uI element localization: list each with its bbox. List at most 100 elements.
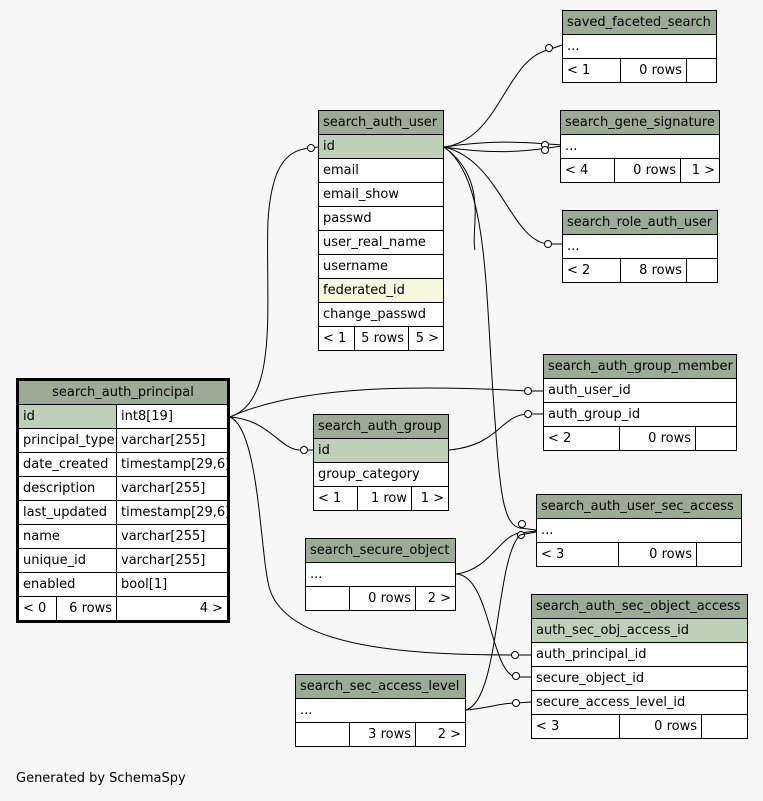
parent-count[interactable]: < 3: [532, 715, 620, 738]
table-footer: < 2 8 rows: [563, 259, 717, 282]
parent-count[interactable]: < 2: [563, 259, 621, 282]
column-name: ...: [541, 523, 554, 538]
column-type: varchar[255]: [121, 553, 206, 568]
parent-count[interactable]: < 0: [19, 597, 57, 620]
table-search-sec-access-level[interactable]: search_sec_access_level ... 3 rows 2 >: [295, 674, 466, 747]
parent-count[interactable]: < 1: [563, 59, 621, 82]
table-header[interactable]: search_auth_group: [314, 415, 448, 439]
edge-secure-object-sec-object-access: [455, 573, 531, 678]
table-header[interactable]: search_role_auth_user: [563, 211, 717, 235]
child-count[interactable]: 1 >: [691, 163, 715, 178]
child-count[interactable]: 2 >: [427, 591, 451, 606]
table-row: ...: [561, 135, 719, 159]
child-count[interactable]: [696, 427, 736, 450]
child-count[interactable]: 4 >: [199, 601, 223, 616]
table-row: date_created timestamp[29,6]: [19, 453, 227, 477]
table-header[interactable]: search_secure_object: [306, 539, 455, 563]
child-count[interactable]: [697, 543, 741, 566]
row-count: 5 rows: [355, 327, 409, 350]
column-name: auth_group_id: [548, 407, 641, 422]
edge-end-marker: [511, 651, 519, 659]
table-row: ...: [563, 35, 716, 59]
table-row: principal_type varchar[255]: [19, 429, 227, 453]
parent-count[interactable]: [296, 723, 350, 746]
table-row: ...: [306, 563, 455, 587]
table-header[interactable]: search_gene_signature: [561, 111, 719, 135]
edge-principal-sec-object-access: [229, 416, 531, 656]
column-type: int8[19]: [121, 409, 173, 424]
column-name: ...: [310, 567, 323, 582]
table-row: username: [319, 255, 443, 279]
table-row: id: [319, 135, 443, 159]
edge-end-marker: [512, 699, 520, 707]
column-name: auth_principal_id: [536, 647, 647, 662]
table-row: id: [314, 439, 448, 463]
table-search-gene-signature[interactable]: search_gene_signature ... < 4 0 rows 1 >: [560, 110, 720, 183]
parent-count[interactable]: < 4: [561, 159, 615, 182]
column-name: ...: [567, 239, 580, 254]
child-count[interactable]: 5 >: [415, 331, 439, 346]
child-count[interactable]: [702, 715, 747, 738]
row-count: 8 rows: [621, 259, 687, 282]
table-header[interactable]: saved_faceted_search: [563, 11, 716, 35]
column-type: bool[1]: [121, 577, 168, 592]
column-name: unique_id: [19, 549, 117, 572]
column-type: varchar[255]: [121, 433, 206, 448]
column-name: federated_id: [323, 283, 405, 298]
table-header[interactable]: search_auth_user: [319, 111, 443, 135]
table-row: auth_user_id: [544, 379, 736, 403]
table-row: email_show: [319, 183, 443, 207]
column-name: id: [318, 443, 330, 458]
table-header[interactable]: search_auth_user_sec_access: [537, 495, 741, 519]
table-saved-faceted-search[interactable]: saved_faceted_search ... < 1 0 rows: [562, 10, 717, 83]
table-search-secure-object[interactable]: search_secure_object ... 0 rows 2 >: [305, 538, 456, 611]
column-type: timestamp[29,6]: [121, 505, 227, 520]
child-count[interactable]: 2 >: [437, 727, 461, 742]
edge-principal-group-member: [229, 387, 543, 418]
column-name: email_show: [323, 187, 399, 202]
table-search-auth-principal[interactable]: search_auth_principal id int8[19] princi…: [16, 378, 230, 623]
child-count[interactable]: [687, 259, 717, 282]
row-count: 0 rows: [621, 59, 687, 82]
column-name: id: [323, 139, 335, 154]
table-search-auth-group-member[interactable]: search_auth_group_member auth_user_id au…: [543, 354, 737, 451]
parent-count[interactable]: < 1: [314, 487, 358, 510]
row-count: 0 rows: [619, 543, 697, 566]
edge-user-saved-search: [443, 44, 563, 148]
table-footer: < 1 0 rows: [563, 59, 716, 82]
column-type: varchar[255]: [121, 481, 206, 496]
table-row: ...: [563, 235, 717, 259]
edge-end-marker: [524, 410, 532, 418]
edge-end-marker: [545, 44, 553, 52]
table-search-auth-group[interactable]: search_auth_group id group_category < 1 …: [313, 414, 449, 511]
table-header[interactable]: search_auth_sec_object_access: [532, 595, 747, 619]
table-row: auth_principal_id: [532, 643, 747, 667]
table-row: federated_id: [319, 279, 443, 303]
edge-group-group-member: [448, 413, 543, 451]
table-footer: 0 rows 2 >: [306, 587, 455, 610]
edge-principal-user: [229, 146, 319, 418]
table-search-role-auth-user[interactable]: search_role_auth_user ... < 2 8 rows: [562, 210, 718, 283]
column-name: name: [19, 525, 117, 548]
column-name: group_category: [318, 467, 420, 482]
child-count[interactable]: [687, 59, 716, 82]
table-row: unique_id varchar[255]: [19, 549, 227, 573]
row-count: 1 row: [358, 487, 412, 510]
table-header[interactable]: search_auth_group_member: [544, 355, 736, 379]
child-count[interactable]: 1 >: [420, 491, 444, 506]
edge-user-sec-access: [443, 146, 537, 531]
edge-end-marker: [512, 672, 520, 680]
table-header[interactable]: search_auth_principal: [19, 381, 227, 405]
parent-count[interactable]: < 3: [537, 543, 619, 566]
table-row: passwd: [319, 207, 443, 231]
table-search-auth-sec-object-access[interactable]: search_auth_sec_object_access auth_sec_o…: [531, 594, 748, 739]
parent-count[interactable]: < 1: [319, 327, 355, 350]
parent-count[interactable]: < 2: [544, 427, 620, 450]
table-search-auth-user-sec-access[interactable]: search_auth_user_sec_access ... < 3 0 ro…: [536, 494, 742, 567]
row-count: 0 rows: [620, 715, 702, 738]
table-footer: < 0 6 rows 4 >: [19, 597, 227, 620]
table-search-auth-user[interactable]: search_auth_user id email email_show pas…: [318, 110, 444, 351]
row-count: 0 rows: [620, 427, 696, 450]
parent-count[interactable]: [306, 587, 350, 610]
table-header[interactable]: search_sec_access_level: [296, 675, 465, 699]
